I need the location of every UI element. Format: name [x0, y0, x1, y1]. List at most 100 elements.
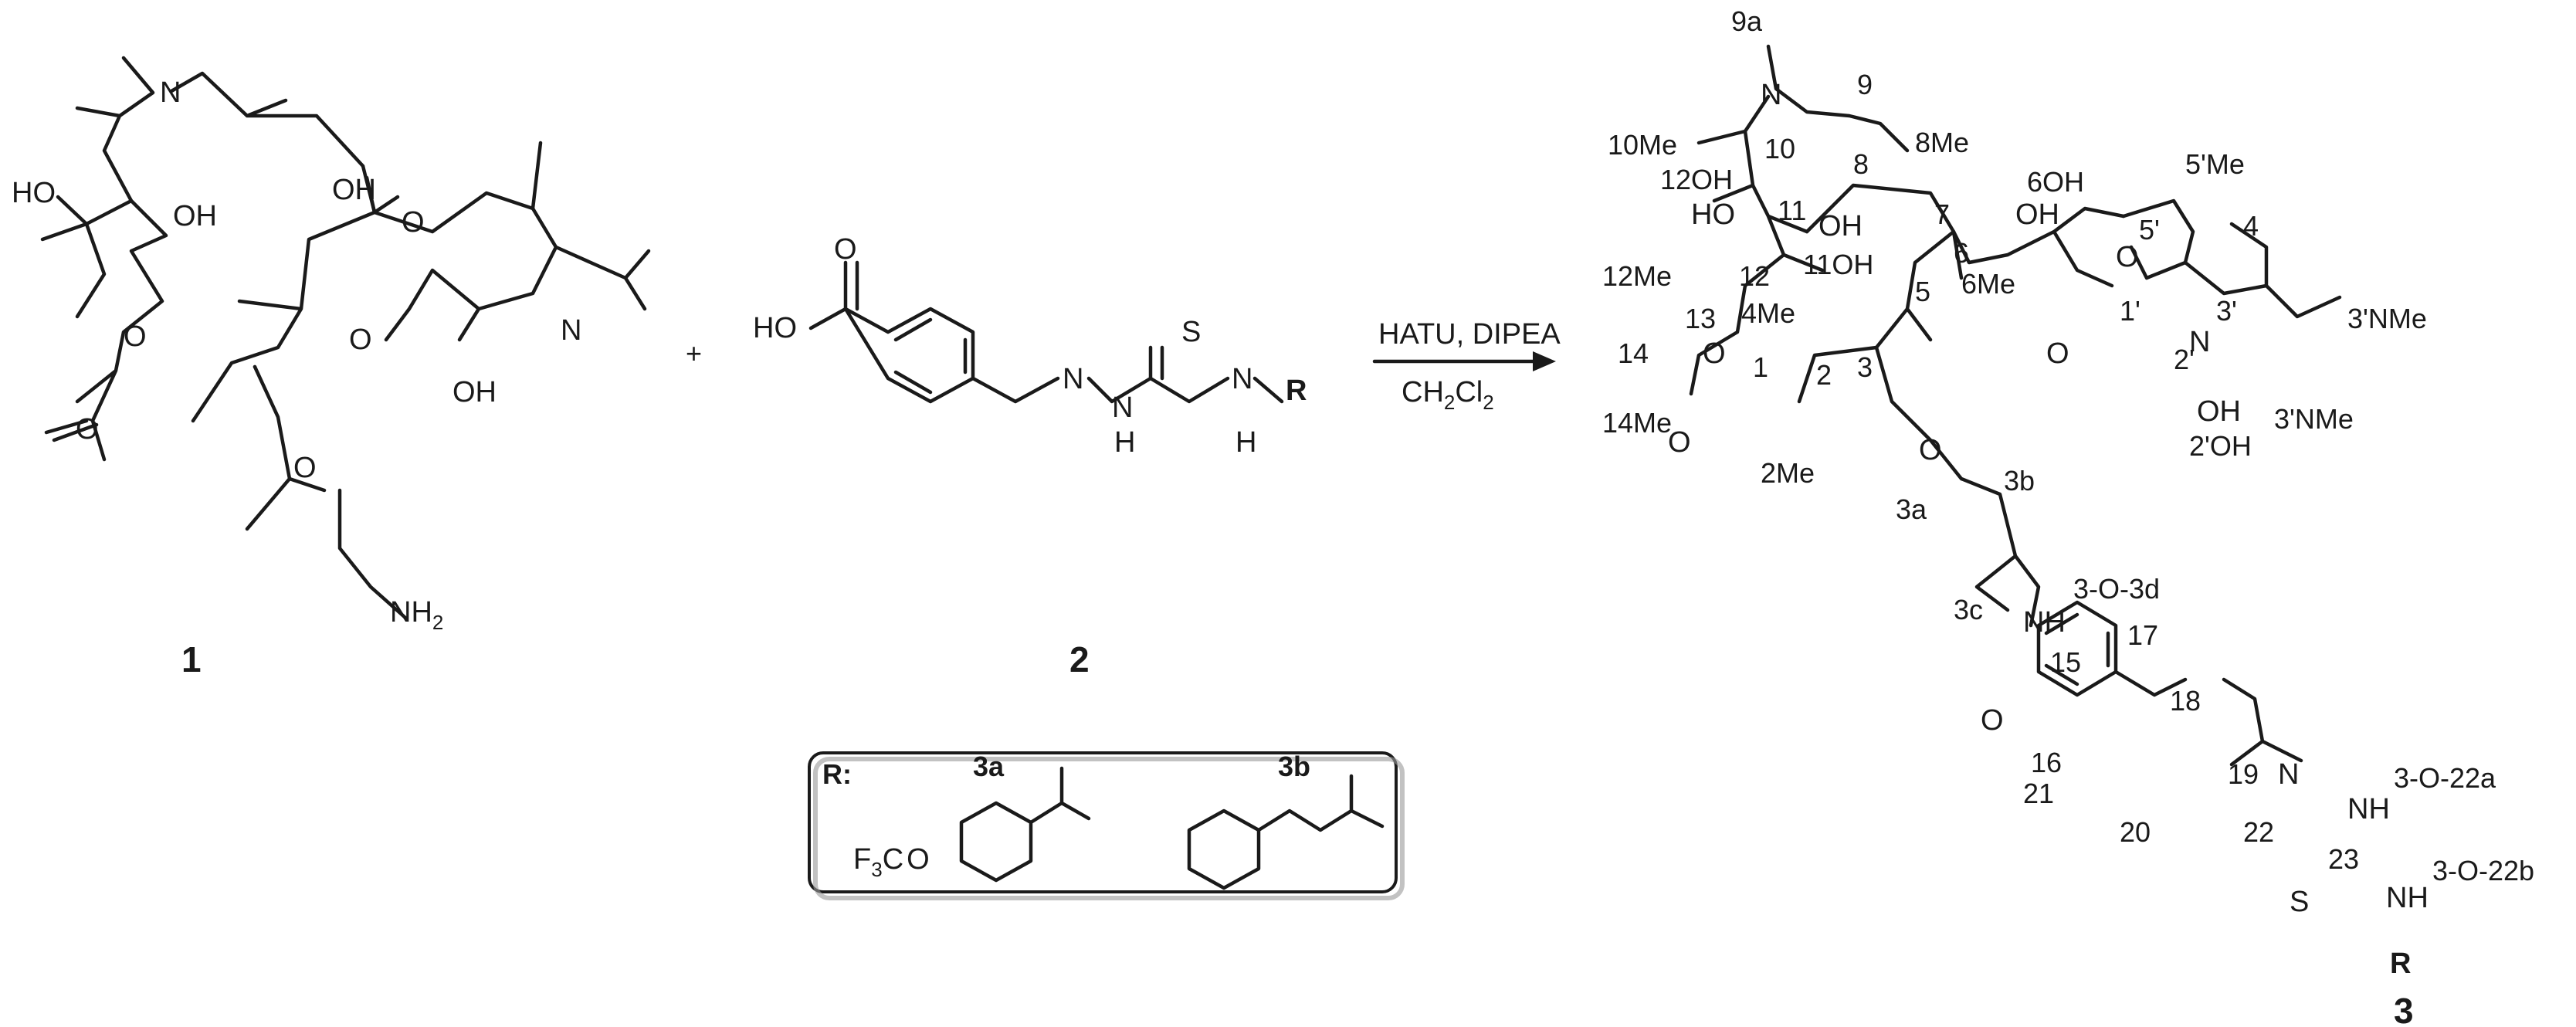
reaction-arrow	[1372, 351, 1556, 371]
c1-ring-nitrogen: N	[160, 76, 181, 109]
c3-numbering-labels: 9a 9 10Me 10 8 8Me 12OH 11 7 6OH 5'Me 12…	[1602, 5, 2534, 886]
c3-label: 9a	[1731, 5, 1763, 37]
c3-glycosidic-oxygen: O	[2046, 337, 2069, 370]
c3-label: 7	[1934, 198, 1950, 230]
c3-label: 22	[2243, 816, 2274, 848]
c3-label: 5	[1915, 276, 1930, 307]
c2-h2: H	[1235, 426, 1256, 459]
c3-dimethylamino-n: N	[2189, 326, 2210, 358]
c3-label: 12	[1739, 260, 1770, 292]
c3-hydrazide-nh: NH	[2347, 793, 2390, 825]
c3-sulfur: S	[2290, 886, 2309, 918]
c3-label: 20	[2120, 816, 2151, 848]
c3-label: 6OH	[2027, 166, 2084, 198]
c3-label: 8	[1853, 148, 1869, 180]
compound-number-1: 1	[181, 639, 202, 680]
c1-oh-right: OH	[332, 174, 376, 206]
c3-pyranose-oxygen: O	[2116, 241, 2139, 273]
c3-label: 19	[2228, 758, 2259, 790]
c3-label: 2'OH	[2189, 430, 2252, 462]
reagents-label: HATU, DIPEA	[1378, 318, 1561, 351]
c2-acid-oxygen: O	[834, 233, 857, 266]
c3-label: 6	[1954, 237, 1969, 269]
compound-number-3: 3	[2394, 991, 2414, 1027]
c3-label: 10	[1764, 133, 1795, 164]
c3-label: 6Me	[1961, 268, 2015, 300]
c3-label: 3'	[2216, 295, 2237, 327]
c3-label: 11OH	[1803, 249, 1873, 280]
c3-label: 4	[2243, 210, 2259, 242]
c3-label: 2Me	[1761, 457, 1815, 489]
c1-ether-oxygen: O	[293, 452, 317, 484]
compound-2-structure	[808, 260, 1284, 404]
c3-label: 3	[1857, 351, 1873, 383]
r-option-3b-label: 3b	[1278, 751, 1310, 782]
c3-label: 13	[1685, 303, 1716, 334]
c3-label: 15	[2050, 646, 2081, 678]
c3-label: 3a	[1896, 493, 1927, 525]
c3-label: 3'NMe	[2274, 403, 2354, 435]
c2-imine-n1: N	[1063, 363, 1083, 395]
c3-hydroxyl-11: OH	[1818, 210, 1863, 242]
c1-oh-mid: OH	[173, 200, 217, 232]
c1-dimethylamino-n: N	[561, 314, 581, 347]
c1-sugar-oh: OH	[452, 376, 497, 408]
c1-lactone-oxygen: O	[124, 320, 147, 353]
c1-glycosidic-oxygen: O	[349, 324, 372, 356]
c1-pyranose-oxygen: O	[402, 206, 425, 239]
compound-3-structure	[1689, 44, 2342, 767]
c3-carbonyl-oxygen: O	[1668, 426, 1691, 459]
c2-sulfur: S	[1181, 316, 1201, 348]
c3-label: 10Me	[1608, 129, 1677, 161]
c3-label: 21	[2023, 778, 2054, 809]
c3-label: 3'NMe	[2347, 303, 2427, 334]
c3-label: 4Me	[1741, 297, 1795, 329]
c3-label: 8Me	[1915, 127, 1969, 158]
c2-thio-n3: N	[1232, 363, 1252, 395]
c3-label: 3-O-3d	[2073, 573, 2160, 605]
c3-label: 9	[1857, 69, 1873, 100]
c3-label: 12OH	[1660, 164, 1733, 195]
c3-ether-oxygen: O	[1919, 434, 1942, 466]
c3-label: 3b	[2004, 465, 2035, 497]
solvent-label: CH2Cl2	[1402, 376, 1494, 414]
c3-label: 16	[2031, 747, 2062, 778]
c3-label: 5'Me	[2185, 148, 2245, 180]
c3-label: 14	[1618, 337, 1649, 369]
c3-amide-oxygen: O	[1981, 704, 2004, 737]
c3-label: 3c	[1954, 594, 1983, 625]
r-group-box	[808, 751, 1405, 900]
plus-sign: +	[686, 337, 702, 369]
c3-label: 12Me	[1602, 260, 1672, 292]
c3-hydroxyl-12: HO	[1691, 198, 1735, 231]
c3-imine-n: N	[2278, 758, 2299, 791]
c3-label: 5'	[2139, 214, 2160, 246]
compound-number-2: 2	[1069, 639, 1090, 680]
c2-hydrazide-n2: N	[1112, 391, 1133, 424]
compound-1-structure	[40, 56, 651, 620]
c3-hydroxyl-6: OH	[2015, 198, 2059, 231]
c3-ring-nitrogen: N	[1761, 79, 1781, 111]
c3-amide-nh: NH	[2023, 606, 2066, 639]
c2-r-group: R	[1286, 375, 1307, 407]
c3-label: 14Me	[1602, 407, 1672, 439]
c3-label: 2'	[2174, 344, 2195, 375]
c3-label: 2	[1816, 359, 1832, 391]
c3-label: 23	[2328, 843, 2359, 875]
c3-r-group: R	[2390, 947, 2411, 980]
c3-label: 3-O-22a	[2394, 762, 2496, 794]
c3-label: 18	[2170, 685, 2201, 717]
c2-h1: H	[1114, 426, 1135, 459]
r-option-3a-label: 3a	[973, 751, 1005, 782]
c1-carbonyl-oxygen: O	[76, 413, 99, 446]
c2-hydroxyl: HO	[753, 312, 797, 344]
c3-hydroxyl-2p: OH	[2197, 395, 2241, 428]
c3-label: 1	[1753, 351, 1768, 383]
c1-amine: NH2	[390, 596, 443, 634]
c3-label: 17	[2127, 619, 2158, 651]
r-box-title: R:	[822, 758, 852, 790]
c3-label: 1'	[2120, 295, 2140, 327]
c3-thio-nh: NH	[2386, 882, 2429, 914]
